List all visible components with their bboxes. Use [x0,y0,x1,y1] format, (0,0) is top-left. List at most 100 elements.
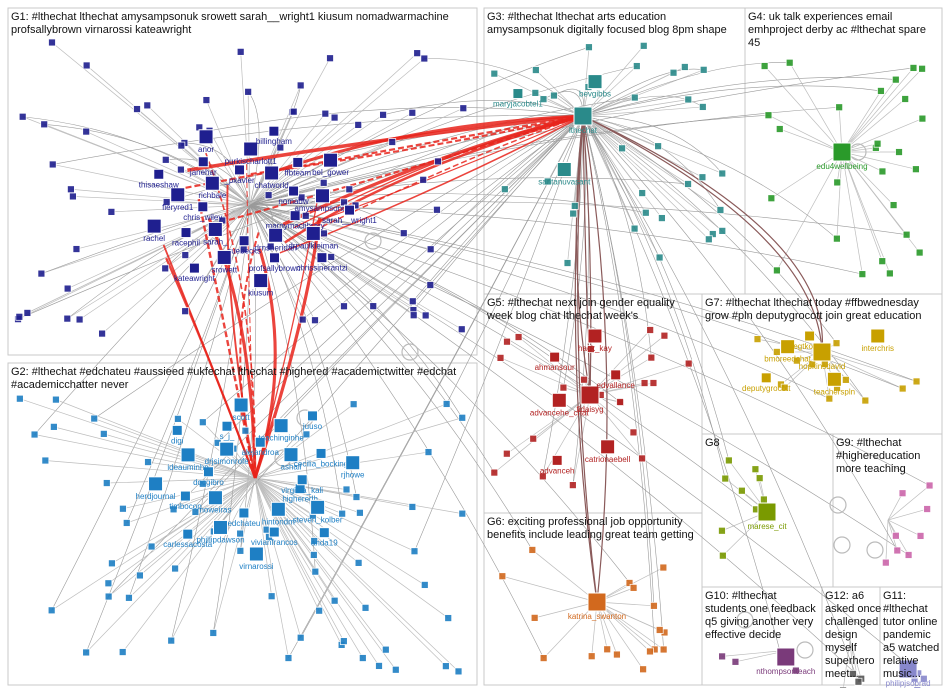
node[interactable] [356,508,364,517]
node[interactable] [909,64,918,72]
node[interactable] [792,356,801,365]
node[interactable] [410,547,419,556]
node[interactable] [528,546,537,554]
node[interactable] [503,337,511,346]
node[interactable] [69,192,77,201]
node[interactable] [104,579,113,588]
node[interactable] [780,383,789,392]
node[interactable] [630,93,639,102]
node[interactable] [15,394,24,403]
node-avatar[interactable] [760,372,772,384]
node[interactable] [718,169,727,178]
node[interactable] [514,333,523,341]
node-avatar[interactable] [345,455,361,471]
node-avatar[interactable] [318,527,330,539]
node[interactable] [490,468,499,477]
node[interactable] [136,571,144,580]
node[interactable] [15,312,24,321]
node-avatar[interactable] [580,385,600,405]
node[interactable] [832,234,841,243]
node[interactable] [833,178,842,187]
node[interactable] [181,251,190,259]
node-avatar[interactable] [207,221,223,237]
node-avatar[interactable] [233,397,249,413]
node[interactable] [698,173,707,182]
node-avatar[interactable] [198,129,214,145]
node[interactable] [699,65,708,74]
node[interactable] [399,229,408,238]
node[interactable] [327,253,336,261]
node[interactable] [330,596,339,605]
node[interactable] [118,648,127,656]
node[interactable] [345,185,354,194]
node[interactable] [361,603,370,612]
node[interactable] [718,652,727,661]
node[interactable] [529,434,538,443]
node-avatar[interactable] [221,420,233,432]
node[interactable] [639,665,647,674]
node-avatar[interactable] [270,501,286,517]
node[interactable] [202,96,211,104]
node[interactable] [72,245,81,253]
node-avatar[interactable] [146,218,162,234]
node[interactable] [919,674,928,683]
node[interactable] [310,537,319,545]
node[interactable] [40,120,49,129]
node[interactable] [913,686,922,688]
node[interactable] [167,636,176,645]
node[interactable] [82,127,91,136]
node[interactable] [302,430,311,439]
node[interactable] [753,335,762,344]
node[interactable] [52,395,60,404]
node-avatar[interactable] [253,273,269,289]
node-avatar[interactable] [610,369,622,381]
node[interactable] [912,377,921,386]
node-avatar[interactable] [254,436,266,448]
node-avatar[interactable] [587,74,603,90]
node[interactable] [498,572,507,581]
node[interactable] [434,157,442,166]
node-avatar[interactable] [292,156,304,168]
node-avatar[interactable] [268,125,280,137]
node[interactable] [629,583,638,592]
node-avatar[interactable] [273,418,289,434]
node[interactable] [122,519,131,527]
node[interactable] [737,486,746,495]
node[interactable] [904,551,913,559]
node[interactable] [284,654,293,662]
node[interactable] [104,592,113,601]
node[interactable] [898,489,907,498]
node[interactable] [655,253,664,262]
node-avatar[interactable] [512,88,524,100]
node[interactable] [177,141,186,150]
node-avatar[interactable] [556,161,572,177]
node[interactable] [530,613,539,622]
node[interactable] [891,75,900,84]
node-avatar[interactable] [264,165,280,181]
node[interactable] [90,414,99,423]
node[interactable] [23,309,32,317]
node-avatar[interactable] [344,204,356,216]
node[interactable] [550,91,558,100]
node[interactable] [296,81,305,90]
node[interactable] [420,581,429,589]
node[interactable] [330,113,339,122]
node[interactable] [543,177,552,186]
node[interactable] [902,230,911,239]
node-avatar[interactable] [238,507,250,519]
node[interactable] [99,429,108,438]
node[interactable] [209,629,218,637]
node[interactable] [301,211,310,220]
node[interactable] [764,111,773,120]
node[interactable] [630,224,639,233]
node[interactable] [861,396,870,405]
node[interactable] [646,326,655,334]
node[interactable] [839,686,847,688]
node-avatar[interactable] [170,187,186,203]
node[interactable] [236,529,245,538]
node-avatar[interactable] [310,499,326,515]
node[interactable] [538,472,547,481]
node-avatar[interactable] [234,164,246,176]
node-avatar[interactable] [870,328,886,344]
node[interactable] [63,284,72,293]
